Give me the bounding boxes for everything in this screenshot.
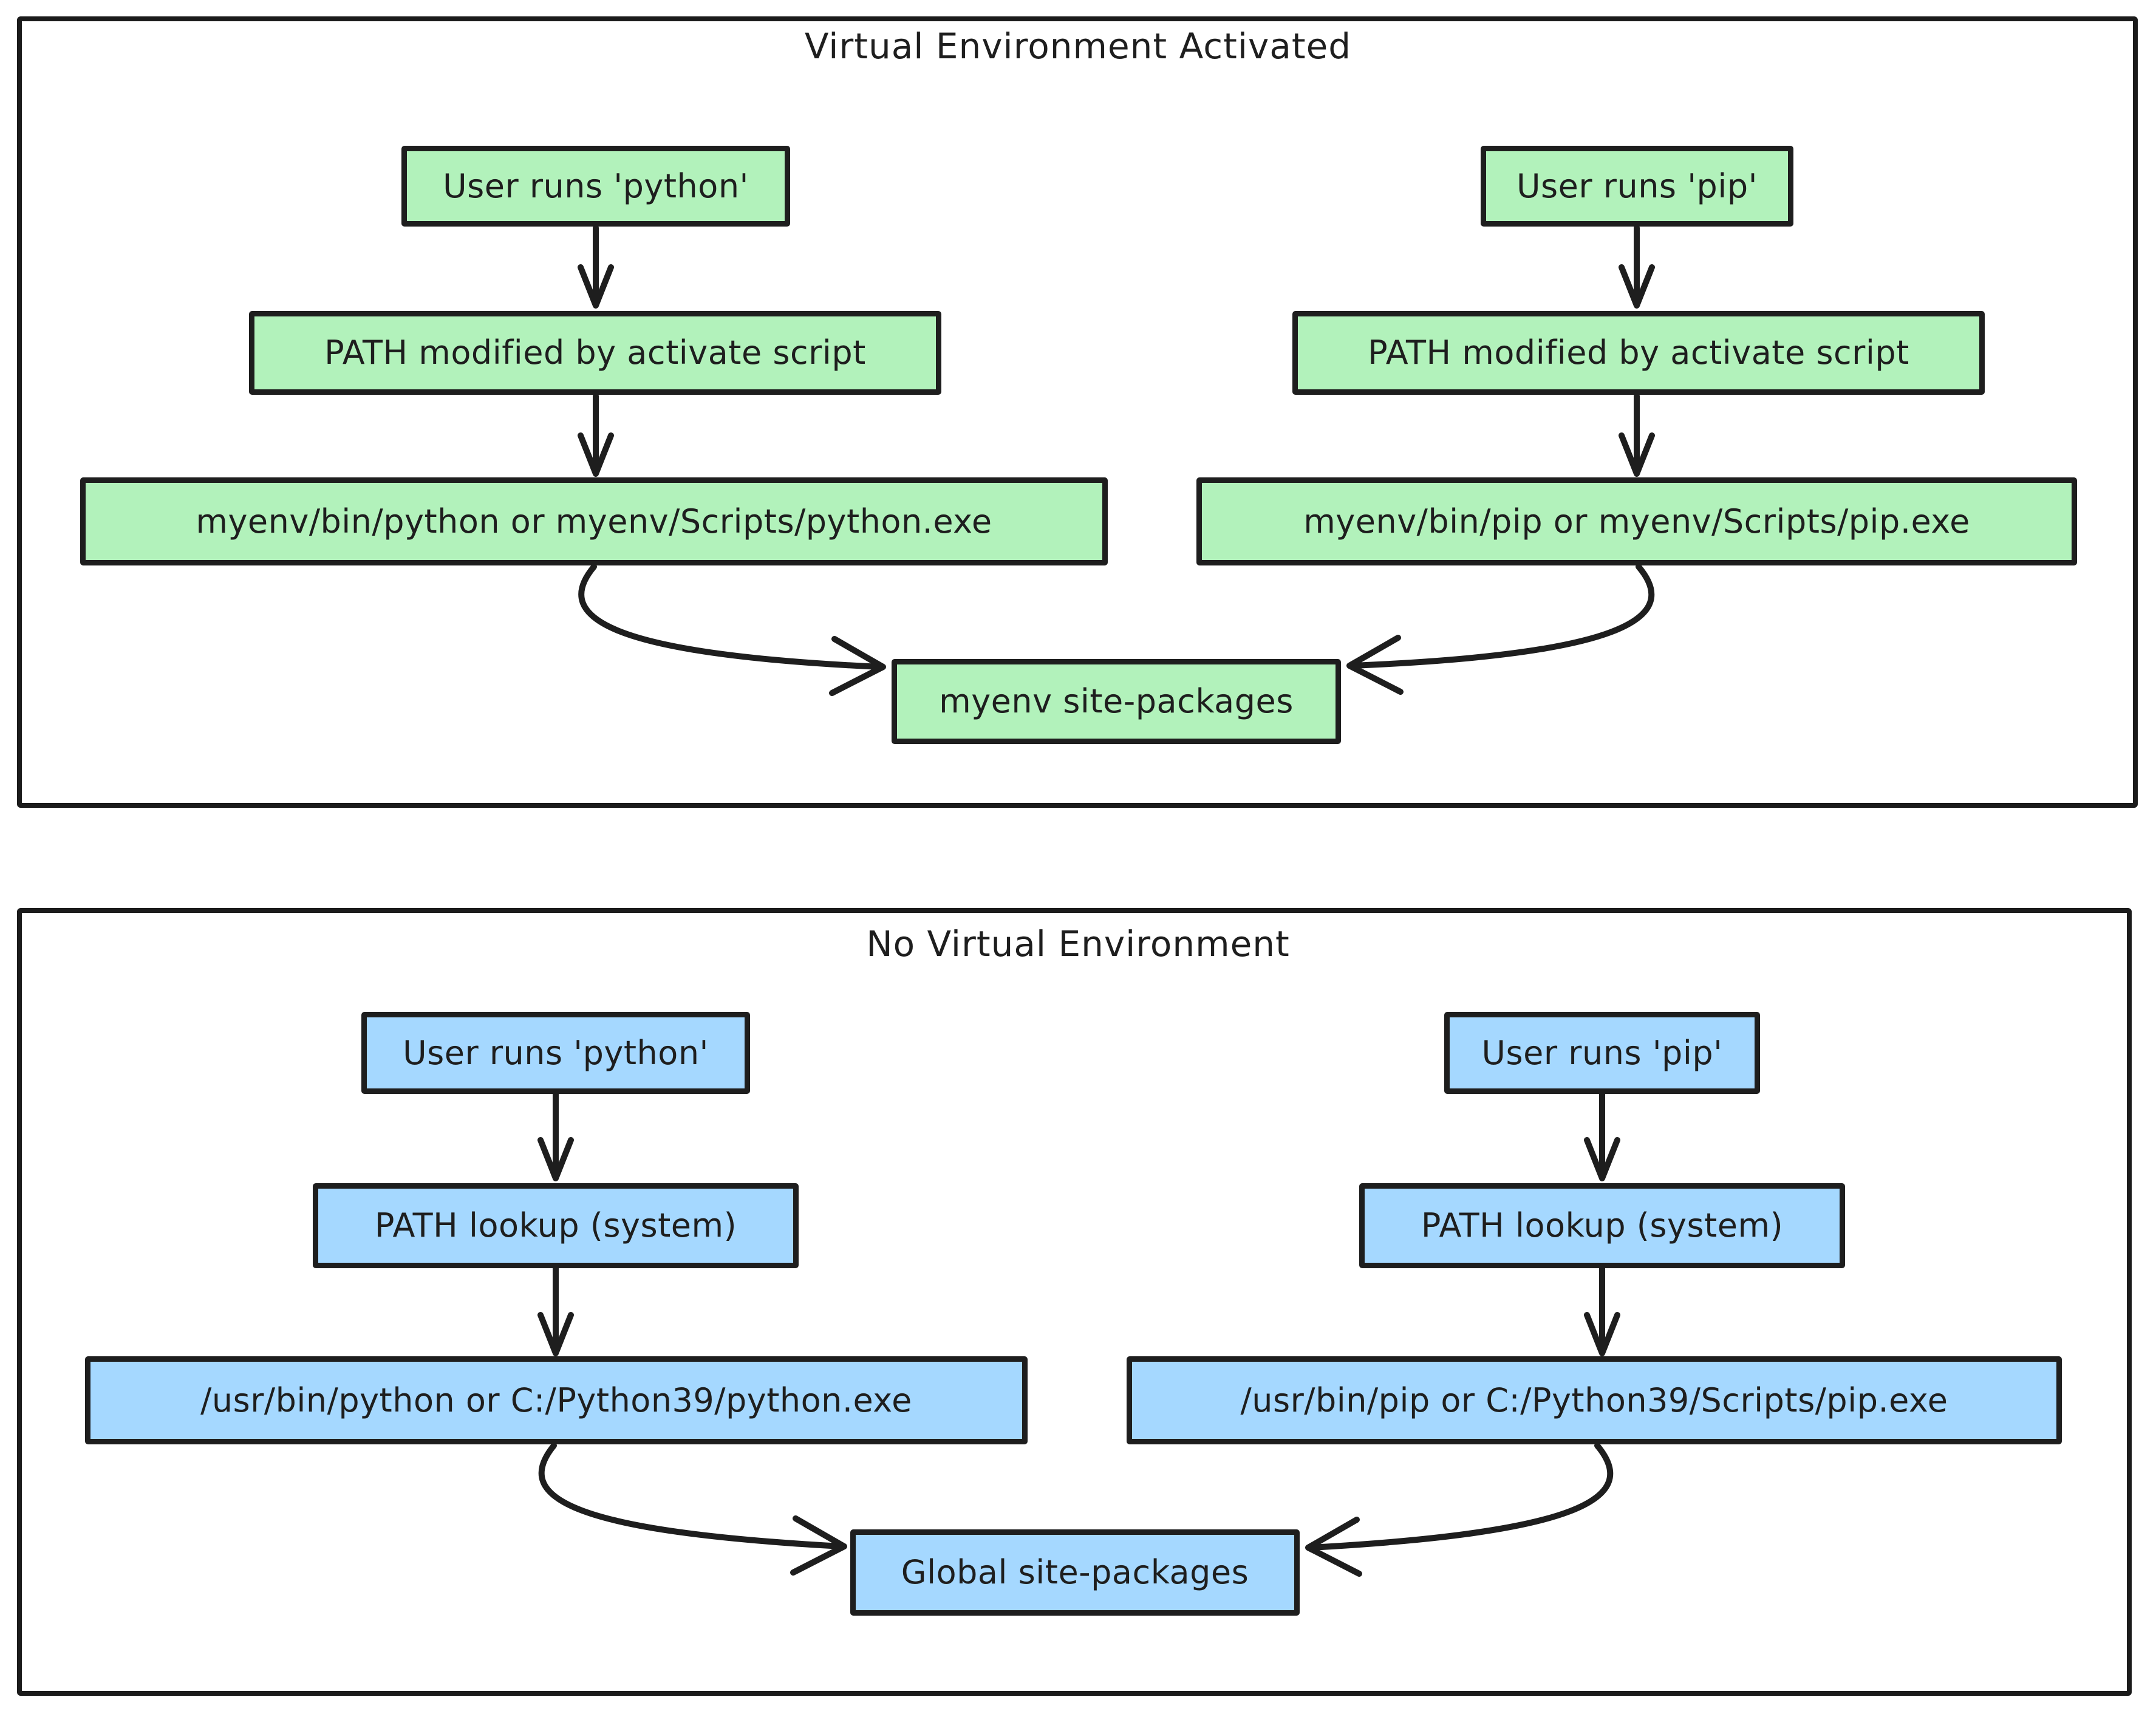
panel-no-venv-title: No Virtual Environment [866, 923, 1290, 965]
node-noenv-user-runs-python: User runs 'python' [361, 1012, 750, 1094]
node-noenv-user-runs-pip: User runs 'pip' [1444, 1012, 1760, 1094]
node-noenv-python-executable: /usr/bin/python or C:/Python39/python.ex… [85, 1356, 1028, 1444]
node-venv-user-runs-python: User runs 'python' [401, 146, 790, 227]
node-venv-path-modified-python: PATH modified by activate script [249, 311, 941, 395]
node-venv-python-executable: myenv/bin/python or myenv/Scripts/python… [80, 477, 1108, 565]
node-venv-pip-executable: myenv/bin/pip or myenv/Scripts/pip.exe [1196, 477, 2077, 565]
node-venv-user-runs-pip: User runs 'pip' [1481, 146, 1793, 227]
node-noenv-path-lookup-python: PATH lookup (system) [313, 1183, 799, 1268]
node-noenv-site-packages: Global site-packages [850, 1529, 1300, 1616]
node-venv-path-modified-pip: PATH modified by activate script [1292, 311, 1985, 395]
panel-venv-title: Virtual Environment Activated [804, 26, 1352, 67]
node-venv-site-packages: myenv site-packages [892, 659, 1341, 744]
node-noenv-path-lookup-pip: PATH lookup (system) [1359, 1183, 1845, 1268]
node-noenv-pip-executable: /usr/bin/pip or C:/Python39/Scripts/pip.… [1127, 1356, 2062, 1444]
